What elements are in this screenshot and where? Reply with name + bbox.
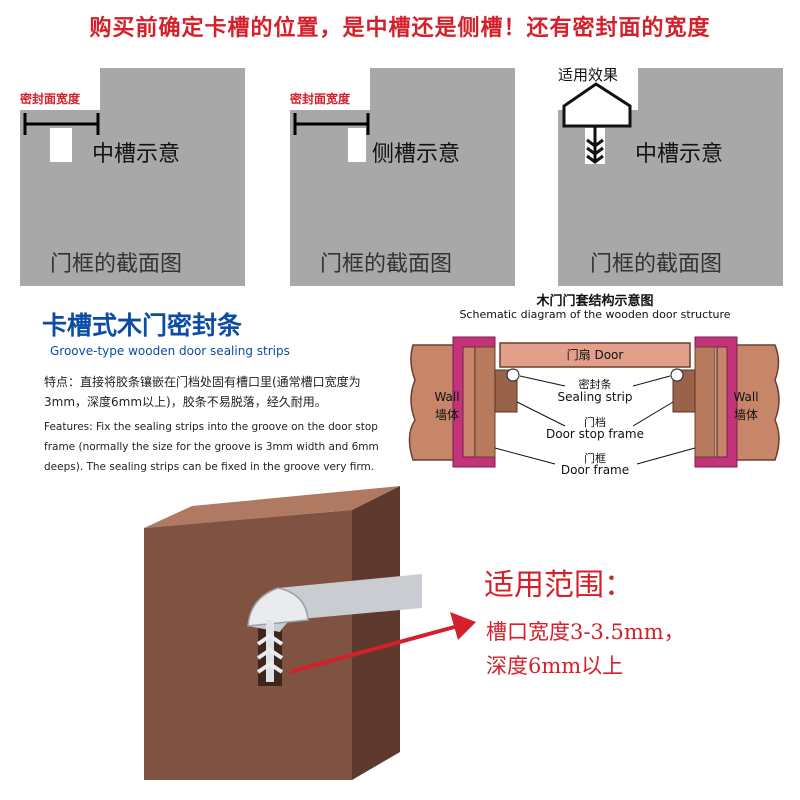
- slot-label-3: 中槽示意: [635, 142, 724, 167]
- door-structure-diagram: 木门门套结构示意图 Schematic diagram of the woode…: [405, 290, 785, 485]
- scope-line1: 槽口宽度3-3.5mm，: [486, 620, 685, 644]
- panel-applied-effect: 适用效果 中槽示意 门框的截面图: [558, 66, 783, 286]
- panel-side-groove: 密封面宽度 侧槽示意 门框的截面图: [290, 68, 515, 286]
- panel-center-groove: 密封面宽度 中槽示意 门框的截面图: [20, 68, 245, 286]
- door-leaf: [499, 342, 691, 368]
- wall-right-cn: 墙体: [733, 408, 758, 422]
- product-title-en: Groove-type wooden door sealing strips: [50, 344, 290, 358]
- seal-strip-end: [247, 587, 309, 627]
- caption-2: 门框的截面图: [320, 252, 453, 277]
- features-cn: 特点：直接将胶条镶嵌在门档处固有槽口里(通常槽口宽度为3mm，深度6mm以上)，…: [44, 375, 361, 409]
- door-structure-drawing: [408, 336, 780, 468]
- wall-left-en: Wall: [434, 390, 460, 404]
- scope-title: 适用范围：: [484, 568, 634, 603]
- sealing-strip-cn: 密封条: [578, 378, 612, 391]
- wall-right-en: Wall: [733, 390, 759, 404]
- door-frame-cn: 门框: [584, 452, 606, 465]
- door-frame-section-2: [290, 68, 515, 286]
- seal-strip-head: [562, 82, 632, 128]
- headline: 购买前确定卡槽的位置，是中槽还是侧槽！还有密封面的宽度: [89, 16, 711, 41]
- seal-strip-barbs-3d: [256, 633, 284, 674]
- block-front-face: [144, 510, 352, 780]
- door-frame-section-1: [20, 68, 245, 286]
- effect-label: 适用效果: [558, 66, 619, 84]
- slot-label-2: 侧槽示意: [372, 142, 461, 167]
- seal-width-label-1: 密封面宽度: [20, 92, 81, 106]
- sealing-strip-right: [670, 368, 684, 382]
- red-arrow: [290, 612, 476, 674]
- block-side-face: [352, 486, 400, 780]
- features-en: Features: Fix the sealing strips into th…: [44, 421, 379, 473]
- product-title-cn: 卡槽式木门密封条: [42, 311, 243, 340]
- seal-width-label-2: 密封面宽度: [290, 92, 351, 106]
- door-frame-section-3: [558, 68, 783, 286]
- seal-strip-barbs: [586, 138, 604, 164]
- door-stop-en: Door stop frame: [546, 427, 644, 441]
- block-top-face: [144, 486, 400, 528]
- sealing-strip-en: Sealing strip: [557, 390, 633, 404]
- door-stop-cn: 门档: [584, 416, 606, 429]
- sealing-strip-left: [506, 368, 520, 382]
- scope-line2: 深度6mm以上: [486, 654, 624, 678]
- slot-label-1: 中槽示意: [92, 142, 181, 167]
- diagram-title-en: Schematic diagram of the wooden door str…: [459, 308, 731, 321]
- diagram-title-cn: 木门门套结构示意图: [536, 294, 654, 309]
- side-groove-slot: [348, 128, 366, 162]
- groove-profile-illustration: [144, 486, 422, 780]
- door-frame-left: [452, 336, 496, 468]
- wall-left-cn: 墙体: [434, 408, 459, 422]
- door-frame-en: Door frame: [560, 463, 630, 477]
- caption-3: 门框的截面图: [590, 252, 723, 277]
- door-label: 门扇 Door: [566, 348, 624, 362]
- center-groove-slot: [50, 128, 72, 162]
- caption-1: 门框的截面图: [50, 252, 183, 277]
